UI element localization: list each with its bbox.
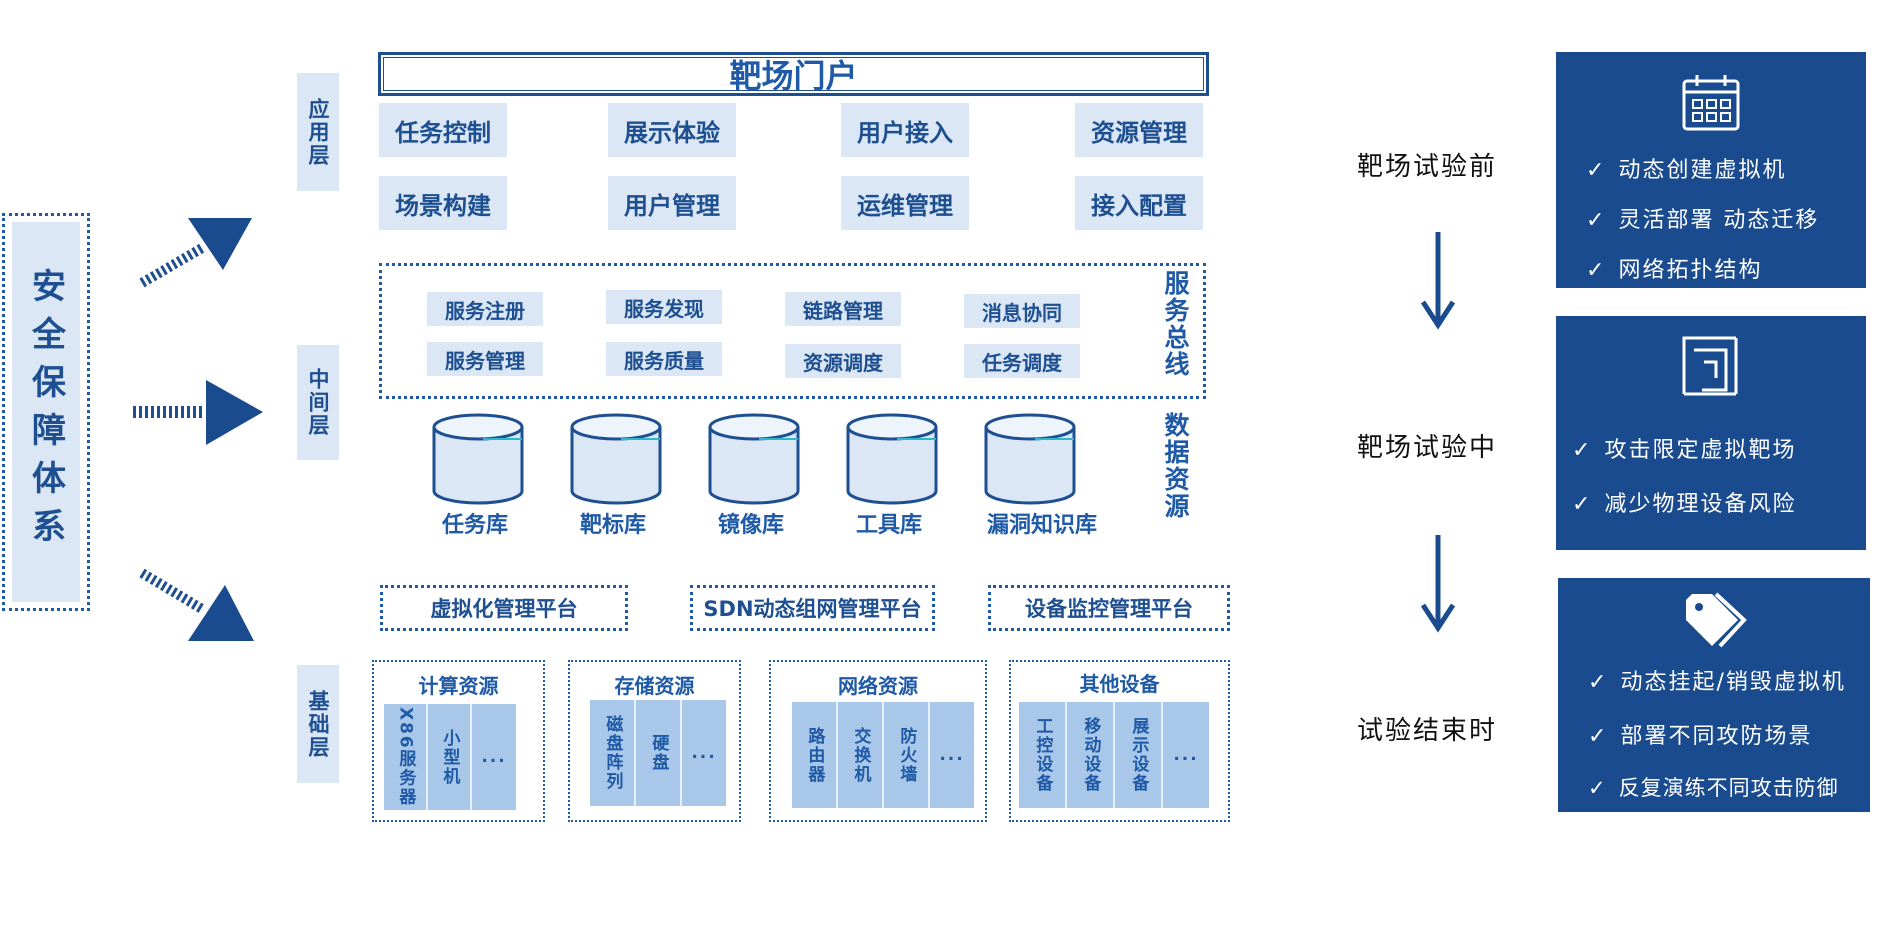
stage-label-before: 靶场试验前 (1357, 152, 1498, 182)
check-icon: ✓ (1586, 258, 1607, 283)
security-arrows (133, 218, 263, 641)
arrow-right-icon (133, 380, 263, 445)
service-message-sync[interactable]: 消息协同 (964, 294, 1080, 328)
resource-item[interactable]: 工控设备 (1019, 702, 1067, 808)
database-icon (846, 413, 938, 505)
check-icon: ✓ (1572, 438, 1593, 463)
resource-item[interactable]: 硬盘 (636, 700, 682, 806)
stage-panel-during: ✓攻击限定虚拟靶场 ✓减少物理设备风险 (1556, 316, 1866, 550)
resource-cells: 磁盘阵列 硬盘 ... (590, 700, 726, 806)
check-icon: ✓ (1586, 158, 1607, 183)
service-resource-schedule[interactable]: 资源调度 (785, 344, 901, 378)
app-module-display[interactable]: 展示体验 (608, 103, 736, 157)
database-tool[interactable]: 工具库 (855, 513, 922, 538)
database-icon (708, 413, 800, 505)
layer-label-base: 基础层 (297, 665, 339, 783)
resource-item-more[interactable]: ... (1163, 702, 1209, 808)
platform-sdn[interactable]: SDN动态组网管理平台 (690, 585, 935, 631)
database-icon (570, 413, 662, 505)
arrow-up-right-icon (139, 218, 252, 288)
arrow-down-right-icon (139, 568, 254, 641)
resource-title: 其他设备 (1079, 672, 1160, 696)
panel-item: ✓减少物理设备风险 (1572, 492, 1797, 517)
check-icon: ✓ (1572, 492, 1593, 517)
resource-group-storage: 存储资源 磁盘阵列 硬盘 ... (568, 660, 741, 822)
layer-label-app: 应用层 (297, 73, 339, 191)
resource-group-network: 网络资源 路由器 交换机 防火墙 ... (769, 660, 987, 822)
service-link-mgmt[interactable]: 链路管理 (785, 292, 901, 326)
calendar-icon (1682, 75, 1740, 131)
platform-virtualization[interactable]: 虚拟化管理平台 (380, 585, 628, 631)
stage-label-end: 试验结束时 (1357, 716, 1498, 746)
security-system-box: 安全保障体系 (12, 222, 80, 602)
service-quality[interactable]: 服务质量 (606, 342, 722, 376)
security-system-border (2, 213, 90, 611)
resource-group-other: 其他设备 工控设备 移动设备 展示设备 ... (1009, 660, 1230, 822)
resource-item[interactable]: 交换机 (838, 702, 884, 808)
resource-item[interactable]: X86服务器 (384, 704, 428, 810)
stage-label-during: 靶场试验中 (1357, 433, 1498, 463)
stage-panel-before: ✓动态创建虚拟机 ✓灵活部署 动态迁移 ✓网络拓扑结构 (1556, 52, 1866, 288)
panel-item: ✓动态挂起/销毁虚拟机 (1588, 670, 1846, 695)
panel-item: ✓灵活部署 动态迁移 (1586, 208, 1820, 233)
database-image[interactable]: 镜像库 (717, 513, 784, 538)
data-resources-label: 数据资源 (1161, 412, 1190, 520)
resource-cells: 路由器 交换机 防火墙 ... (792, 702, 974, 808)
app-module-task-control[interactable]: 任务控制 (379, 103, 507, 157)
resource-title: 网络资源 (838, 674, 918, 698)
database-cylinders (432, 413, 1076, 505)
panel-item: ✓部署不同攻防场景 (1588, 724, 1813, 749)
database-target[interactable]: 靶标库 (579, 513, 646, 538)
resource-group-compute: 计算资源 X86服务器 小型机 ... (372, 660, 545, 822)
resource-item-more[interactable]: ... (930, 702, 974, 808)
resource-item[interactable]: 磁盘阵列 (590, 700, 636, 806)
platform-device-monitor[interactable]: 设备监控管理平台 (988, 585, 1230, 631)
panel-item: ✓攻击限定虚拟靶场 (1572, 438, 1797, 463)
app-module-user-access[interactable]: 用户接入 (841, 103, 969, 157)
check-icon: ✓ (1586, 208, 1607, 233)
service-bus-label: 服务总线 (1161, 270, 1190, 378)
check-icon: ✓ (1588, 724, 1609, 749)
panel-item: ✓反复演练不同攻击防御 (1588, 776, 1839, 800)
database-icon (984, 413, 1076, 505)
service-register[interactable]: 服务注册 (427, 292, 543, 326)
check-icon: ✓ (1588, 776, 1607, 800)
app-module-resource-mgmt[interactable]: 资源管理 (1075, 103, 1203, 157)
panel-item: ✓网络拓扑结构 (1586, 258, 1763, 283)
app-module-scene-build[interactable]: 场景构建 (379, 176, 507, 230)
database-vuln-knowledge[interactable]: 漏洞知识库 (986, 513, 1097, 538)
database-icon (432, 413, 524, 505)
portal-title[interactable]: 靶场门户 (378, 52, 1209, 96)
resource-title: 计算资源 (418, 674, 499, 698)
arrow-down-icon (1420, 535, 1456, 633)
panel-item: ✓动态创建虚拟机 (1586, 158, 1787, 183)
resource-item-more[interactable]: ... (682, 700, 726, 806)
security-system-label: 安全保障体系 (25, 268, 66, 556)
arrow-down-icon (1420, 232, 1456, 330)
resource-item[interactable]: 小型机 (428, 704, 472, 810)
resource-item[interactable]: 移动设备 (1067, 702, 1115, 808)
database-task[interactable]: 任务库 (441, 513, 508, 538)
service-bus-box (379, 263, 1206, 399)
resource-cells: 工控设备 移动设备 展示设备 ... (1019, 702, 1209, 808)
service-mgmt[interactable]: 服务管理 (427, 342, 543, 376)
resource-title: 存储资源 (614, 674, 695, 698)
app-module-access-config[interactable]: 接入配置 (1075, 176, 1203, 230)
stage-panel-end: ✓动态挂起/销毁虚拟机 ✓部署不同攻防场景 ✓反复演练不同攻击防御 (1558, 578, 1870, 812)
layer-label-middle: 中间层 (297, 345, 339, 460)
service-task-schedule[interactable]: 任务调度 (964, 344, 1080, 378)
stage-arrows (1420, 232, 1456, 633)
app-module-user-mgmt[interactable]: 用户管理 (608, 176, 736, 230)
resource-item-more[interactable]: ... (472, 704, 516, 810)
resource-item[interactable]: 展示设备 (1115, 702, 1163, 808)
service-discovery[interactable]: 服务发现 (606, 290, 722, 324)
frame-icon (1682, 336, 1738, 396)
resource-cells: X86服务器 小型机 ... (384, 704, 516, 810)
tag-icon (1686, 592, 1747, 648)
resource-item[interactable]: 防火墙 (884, 702, 930, 808)
check-icon: ✓ (1588, 670, 1609, 695)
resource-item[interactable]: 路由器 (792, 702, 838, 808)
app-module-ops-mgmt[interactable]: 运维管理 (841, 176, 969, 230)
